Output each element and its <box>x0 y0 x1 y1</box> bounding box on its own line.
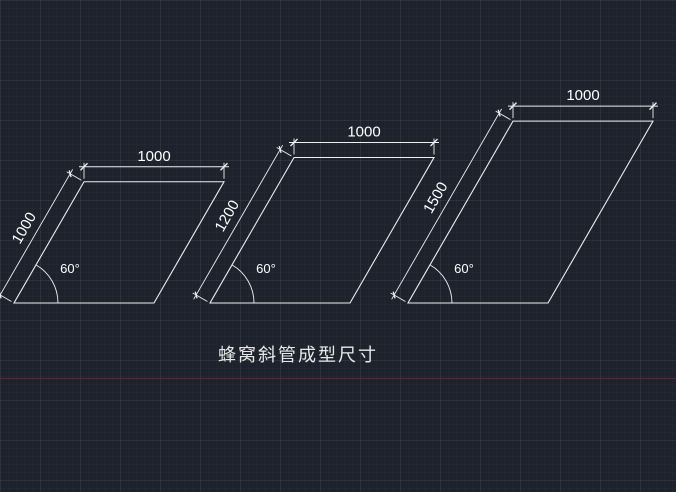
drawing-caption: 蜂窝斜管成型尺寸 <box>218 345 378 365</box>
parallelogram-1-slant-dim-line <box>0 169 74 297</box>
parallelogram-2-slant-dim-label: 1200 <box>212 197 243 234</box>
parallelogram-3-outline <box>407 120 654 304</box>
parallelogram-1-dim-tick <box>0 291 2 299</box>
parallelogram-1-top-dim-label: 1000 <box>137 148 170 165</box>
parallelogram-3-slant-dim-label: 1500 <box>420 179 451 216</box>
parallelogram-3-dim-tick <box>509 102 517 111</box>
parallelogram-1-slant-dim-ext-bottom <box>0 294 12 302</box>
parallelogram-2-slant-dim-ext-bottom <box>192 292 208 302</box>
parallelogram-2-top-dim-label: 1000 <box>347 124 380 141</box>
parallelogram-1-slant-dim-ext-top <box>66 171 82 181</box>
parallelogram-2-dim-tick <box>290 138 298 147</box>
parallelogram-1-angle-label: 60° <box>60 261 80 276</box>
parallelogram-1-dim-tick <box>68 170 72 178</box>
parallelogram-1-dim-tick <box>80 162 88 171</box>
parallelogram-3-slant-dim-ext-top <box>495 110 511 121</box>
parallelogram-1-dim-tick <box>220 162 228 171</box>
parallelogram-3-angle-arc <box>429 264 453 304</box>
parallelogram-2-dim-tick <box>194 291 198 299</box>
parallelogram-2-slant-dim-ext-top <box>276 147 292 157</box>
parallelogram-3-dim-tick <box>649 102 657 111</box>
parallelogram-1-outline <box>13 181 225 304</box>
parallelogram-2-dim-tick <box>430 138 438 147</box>
parallelogram-2-outline <box>209 156 435 304</box>
parallelogram-3-slant-dim-ext-bottom <box>390 292 406 302</box>
parallelogram-3-top-dim-label: 1000 <box>566 87 599 104</box>
parallelogram-2-angle-arc <box>231 264 255 304</box>
parallelogram-3-slant-dim-line <box>391 108 503 300</box>
parallelogram-2-dim-tick <box>278 145 282 154</box>
parallelogram-1-slant-dim-label: 1000 <box>9 209 40 246</box>
parallelogram-1-angle-arc <box>35 264 59 304</box>
parallelogram-3-angle-label: 60° <box>454 261 474 276</box>
parallelogram-3-dim-tick <box>392 291 396 299</box>
parallelogram-2-angle-label: 60° <box>256 261 276 276</box>
parallelogram-3-dim-tick <box>497 109 501 117</box>
red-reference-line <box>0 378 676 379</box>
parallelogram-2-slant-dim-line <box>193 144 284 300</box>
